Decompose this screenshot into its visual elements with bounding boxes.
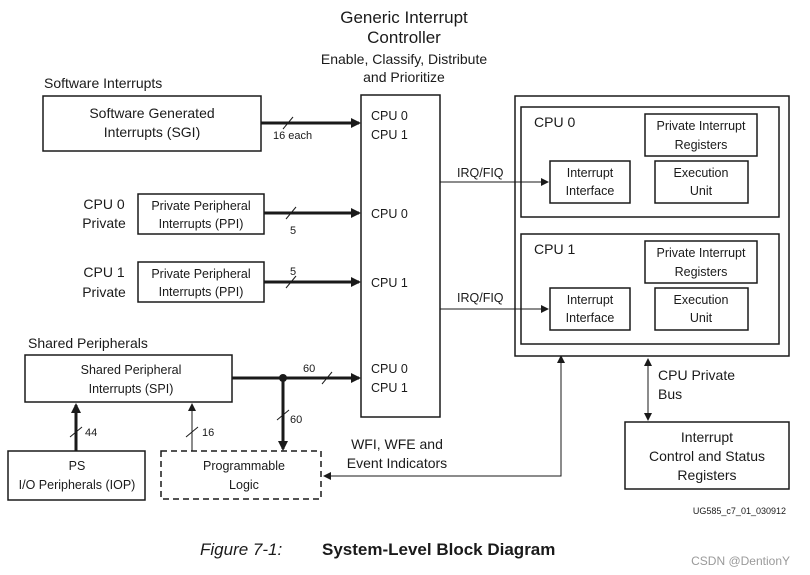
cpu0-interface-line2: Interface [566, 184, 615, 198]
ppi1-label-line2: Private [82, 284, 126, 300]
cpu0-irq-label: IRQ/FIQ [457, 166, 504, 180]
ppi0-label-line1: CPU 0 [83, 196, 124, 212]
spi-bus-to-gic-width: 60 [303, 363, 315, 375]
cpu1-regs-line2: Registers [675, 265, 728, 279]
cpu0-interface-line1: Interrupt [567, 166, 614, 180]
pl-line2: Logic [229, 478, 259, 492]
cpu-bus-line2: Bus [658, 386, 682, 402]
sgi-box [42, 95, 262, 152]
cpu1-exec-box [654, 287, 749, 331]
cpu1-private-registers-box [644, 240, 758, 284]
gic-port-ppi-cpu1: CPU 1 [371, 276, 408, 290]
cpu0-interface-box [549, 160, 631, 204]
pl-bus-tick [185, 426, 199, 438]
gic-subtitle-line2: and Prioritize [363, 69, 445, 85]
spi-bus-to-pl-width: 60 [290, 414, 302, 426]
cpu1-interface-line1: Interrupt [567, 293, 614, 307]
cpu-bus-line1: CPU Private [658, 367, 735, 383]
ppi0-bus-width: 5 [290, 225, 296, 237]
cpu0-exec-line1: Execution [674, 166, 729, 180]
spi-box-line2: Interrupts (SPI) [89, 382, 174, 396]
ppi1-box [137, 261, 265, 303]
gic-subtitle-line1: Enable, Classify, Distribute [321, 51, 487, 67]
iop-box [7, 450, 146, 501]
cpu1-exec-line1: Execution [674, 293, 729, 307]
cpu0-exec-line2: Unit [690, 184, 713, 198]
pl-line1: Programmable [203, 459, 285, 473]
cpu0-private-registers-box [644, 113, 758, 157]
ppi1-label-line1: CPU 1 [83, 264, 124, 280]
gic-port-sgi-cpu1: CPU 1 [371, 128, 408, 142]
software-interrupts-label: Software Interrupts [44, 75, 162, 91]
ppi1-bus-tick [285, 275, 297, 289]
iop-line1: PS [69, 459, 86, 473]
ppi0-box-line1: Private Peripheral [151, 199, 250, 213]
icsr-box [624, 421, 790, 490]
cpu0-regs-line2: Registers [675, 138, 728, 152]
cpu1-irq-label: IRQ/FIQ [457, 291, 504, 305]
sgi-box-line1: Software Generated [89, 105, 214, 121]
gic-title-line1: Generic Interrupt [340, 8, 468, 27]
spi-to-pl-tick [276, 409, 290, 421]
sgi-box-line2: Interrupts (SGI) [104, 124, 200, 140]
spi-box-line1: Shared Peripheral [81, 363, 182, 377]
iop-line2: I/O Peripherals (IOP) [19, 478, 136, 492]
sgi-bus-label: 16 each [273, 130, 312, 142]
gic-port-sgi-cpu0: CPU 0 [371, 109, 408, 123]
gic-port-spi-cpu0: CPU 0 [371, 362, 408, 376]
wfi-line2: Event Indicators [347, 455, 447, 471]
cpu1-name: CPU 1 [534, 241, 575, 257]
wfi-line1: WFI, WFE and [351, 436, 443, 452]
shared-peripherals-label: Shared Peripherals [28, 335, 148, 351]
ppi0-box [137, 193, 265, 235]
wfi-event-arrow [323, 355, 565, 480]
ppi1-box-line2: Interrupts (PPI) [159, 285, 244, 299]
cpu0-exec-box [654, 160, 749, 204]
ppi0-box-line2: Interrupts (PPI) [159, 217, 244, 231]
gic-port-ppi-cpu0: CPU 0 [371, 207, 408, 221]
cpu1-interface-box [549, 287, 631, 331]
ppi0-bus-tick [285, 206, 297, 220]
pl-bus-width: 16 [202, 427, 214, 439]
iop-bus-tick [69, 426, 83, 438]
cpu0-regs-line1: Private Interrupt [657, 119, 746, 133]
figure-title: System-Level Block Diagram [322, 540, 555, 559]
cpu0-name: CPU 0 [534, 114, 575, 130]
sgi-bus-tick [282, 116, 294, 130]
gic-port-spi-cpu1: CPU 1 [371, 381, 408, 395]
icsr-line2: Control and Status [649, 448, 765, 464]
ppi0-label-line2: Private [82, 215, 126, 231]
figure-number: Figure 7-1: [200, 540, 282, 559]
icsr-line3: Registers [677, 467, 736, 483]
watermark: CSDN @DentionY [691, 554, 790, 568]
ppi1-bus-width: 5 [290, 266, 296, 278]
figure-doc-id: UG585_c7_01_030912 [693, 506, 786, 516]
ppi1-box-line1: Private Peripheral [151, 267, 250, 281]
cpu1-interface-line2: Interface [566, 311, 615, 325]
iop-bus-width: 44 [85, 427, 97, 439]
cpu1-exec-line2: Unit [690, 311, 713, 325]
gic-title-line2: Controller [367, 28, 441, 47]
pl-box [160, 450, 322, 500]
spi-box [24, 354, 233, 403]
cpu1-regs-line1: Private Interrupt [657, 246, 746, 260]
icsr-line1: Interrupt [681, 429, 733, 445]
